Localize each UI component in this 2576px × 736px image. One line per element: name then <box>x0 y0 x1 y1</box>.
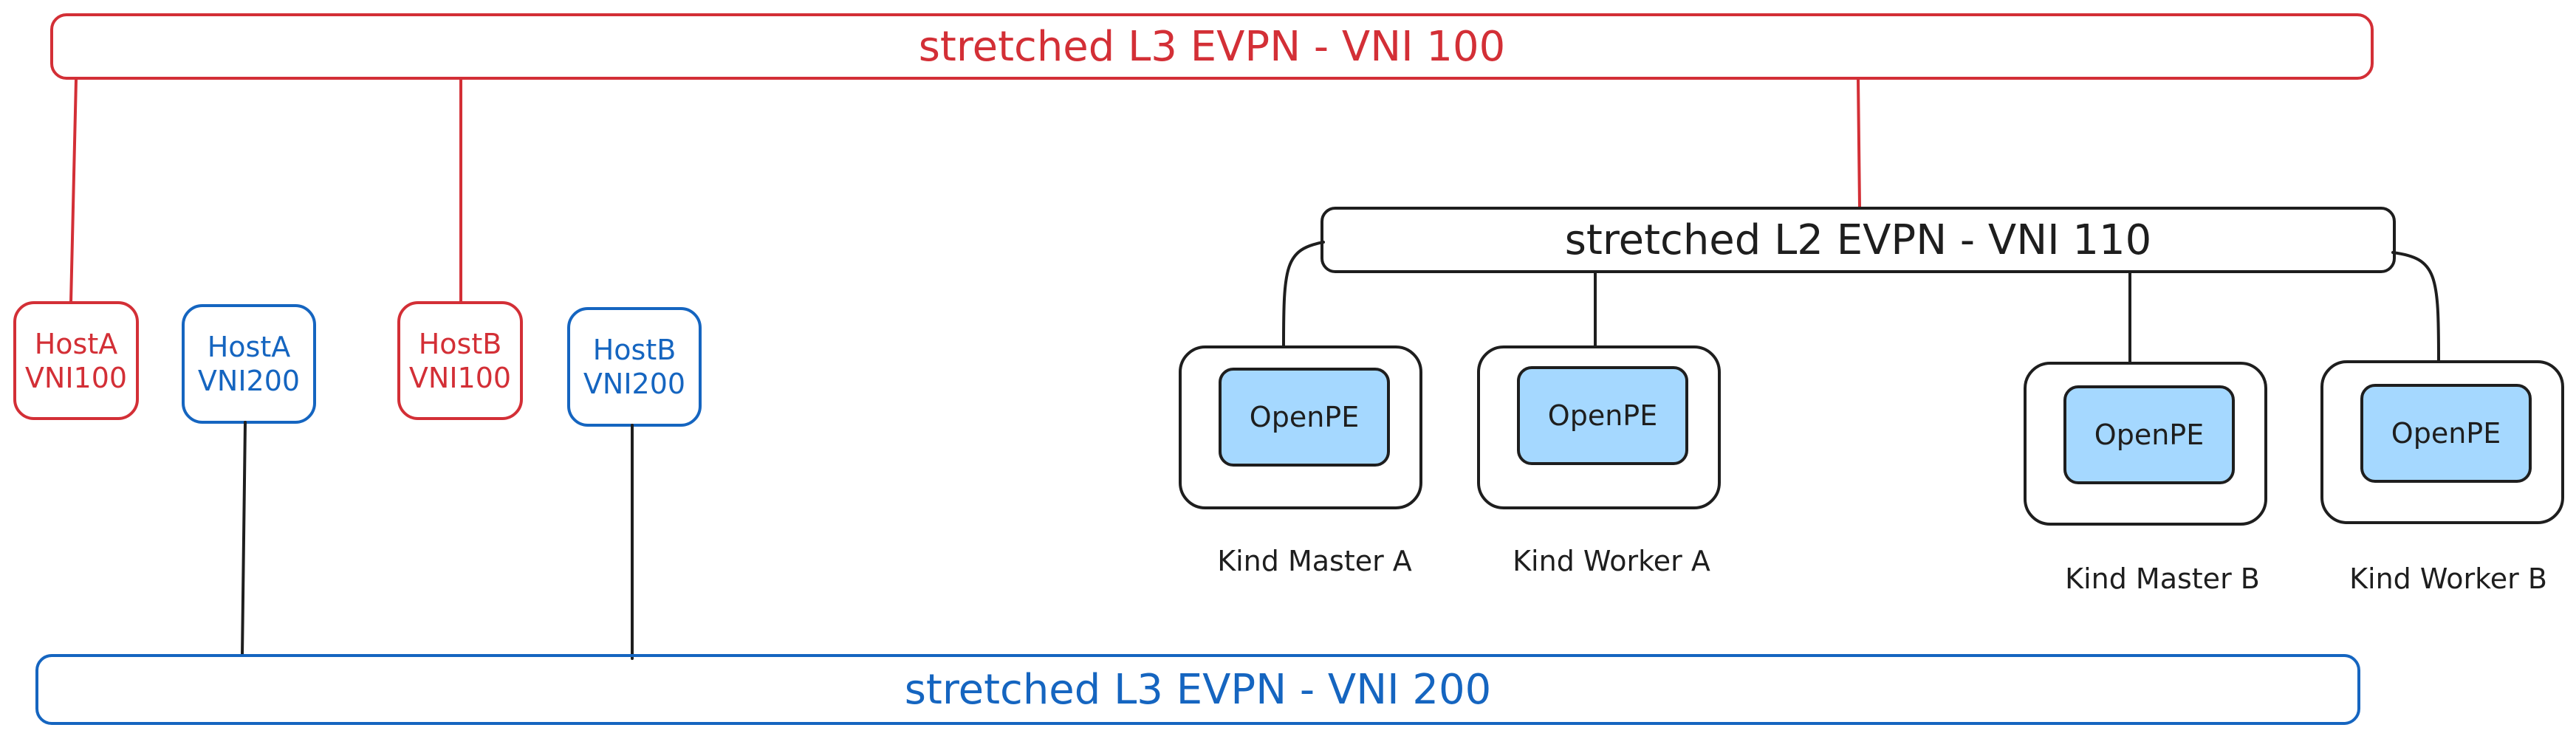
host-a-vni100-box <box>13 301 139 420</box>
host-a-vni200-box <box>182 304 316 424</box>
host-name: HostB <box>592 334 676 366</box>
kind-worker-b-box <box>2320 360 2564 524</box>
kind-master-b-label: Kind Master B <box>2065 563 2260 595</box>
openpe-master-b-box <box>2063 385 2235 484</box>
openpe-master-a-box <box>1219 368 1390 467</box>
host-vni: VNI200 <box>583 368 686 400</box>
openpe-master-a-label: OpenPE <box>1249 401 1360 433</box>
openpe-worker-b-box <box>2360 384 2532 483</box>
hosta-vni100-link <box>69 78 78 304</box>
host-b-vni200: HostB VNI200 <box>569 309 700 425</box>
host-vni: VNI100 <box>24 361 128 394</box>
l3-vni100-bus <box>50 13 2374 80</box>
kind-master-a-box <box>1179 345 1422 509</box>
kind-worker-b-label: Kind Worker B <box>2349 563 2547 595</box>
l2-bus-uplink <box>1857 78 1861 208</box>
kind-worker-a-label: Kind Worker A <box>1513 545 1710 577</box>
kind-master-b-box <box>2024 362 2267 526</box>
host-vni: VNI100 <box>408 361 512 394</box>
host-a-vni100: HostA VNI100 <box>15 303 137 419</box>
host-b-vni100: HostB VNI100 <box>399 303 521 419</box>
l2-drop-worker-b <box>2391 251 2440 363</box>
l3-vni200-bus <box>35 654 2360 725</box>
openpe-worker-a-box <box>1517 366 1688 465</box>
host-b-vni100-box <box>397 301 523 420</box>
l2-vni110-bus <box>1320 207 2396 273</box>
host-vni: VNI200 <box>197 365 301 397</box>
kind-worker-a-box <box>1477 345 1721 509</box>
hosta-vni200-link <box>241 421 247 657</box>
openpe-master-b-label: OpenPE <box>2094 419 2205 451</box>
openpe-worker-b-label: OpenPE <box>2391 417 2501 450</box>
host-a-vni200: HostA VNI200 <box>183 306 315 422</box>
openpe-worker-a-label: OpenPE <box>1547 399 1658 432</box>
l3-vni200-label: stretched L3 EVPN - VNI 200 <box>904 665 1492 714</box>
l3-vni100-label: stretched L3 EVPN - VNI 100 <box>918 22 1506 71</box>
host-b-vni200-box <box>567 307 702 427</box>
l2-vni110-label: stretched L2 EVPN - VNI 110 <box>1564 216 2152 264</box>
kind-master-a-label: Kind Master A <box>1217 545 1412 577</box>
l2-drop-master-a <box>1282 241 1325 348</box>
host-name: HostB <box>418 327 502 360</box>
host-name: HostA <box>34 327 118 360</box>
host-name: HostA <box>207 331 291 363</box>
